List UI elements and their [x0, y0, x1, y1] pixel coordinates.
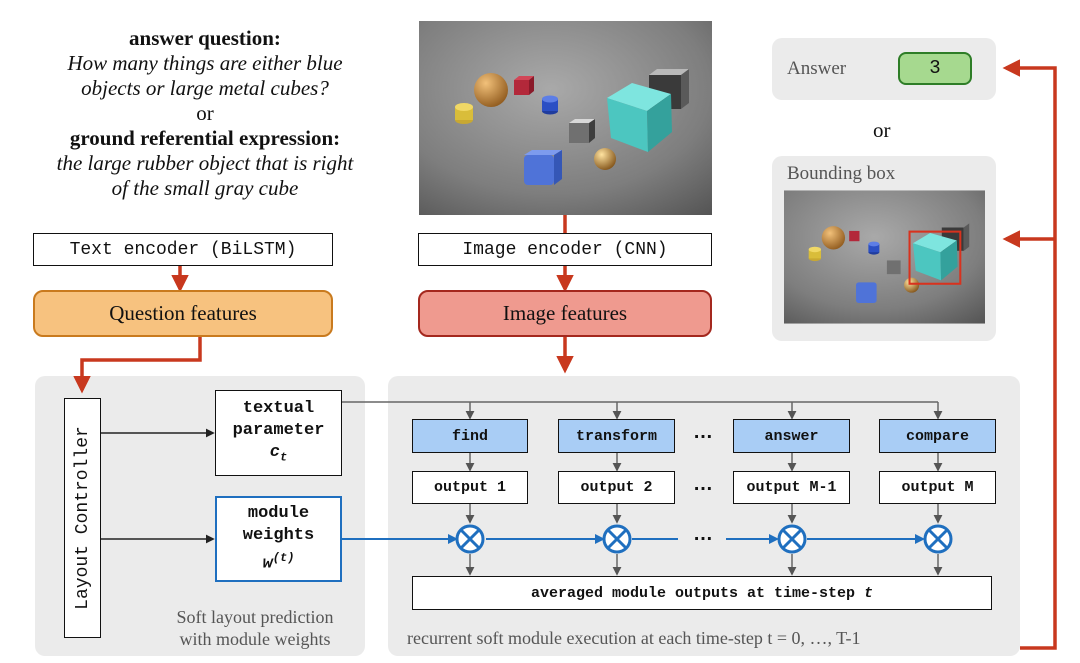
averaged-outputs-var: t	[864, 584, 874, 602]
referential-heading: ground referential expression:	[69, 126, 341, 150]
ellipsis-weights: …	[693, 523, 713, 545]
averaged-outputs-label: averaged module outputs at time-step	[530, 584, 856, 602]
module-weights-line-2: weights	[242, 525, 315, 545]
averaged-outputs-box: averaged module outputs at time-step t	[412, 576, 992, 610]
output-1: output 1	[412, 471, 528, 504]
answer-label: Answer	[787, 58, 847, 79]
question-heading: answer question:	[129, 26, 281, 50]
question-line-1: How many things are either blue	[67, 51, 343, 75]
question-line-2: objects or large metal cubes?	[81, 76, 329, 100]
bounding-box-label: Bounding box	[787, 163, 896, 184]
ellipsis-modules: …	[693, 421, 713, 443]
c-subscript: t	[280, 450, 288, 465]
w-superscript: (t)	[272, 550, 295, 565]
c-symbol: c	[269, 442, 280, 462]
bounding-box-highlight	[908, 230, 962, 285]
multiply-node-1	[455, 524, 485, 554]
controller-caption-line-2: with module weights	[179, 629, 331, 649]
multiply-node-2	[602, 524, 632, 554]
answer-value-box: 3	[898, 52, 972, 85]
multiply-node-4	[923, 524, 953, 554]
image-encoder-box: Image encoder (CNN)	[418, 233, 712, 266]
text-encoder-box: Text encoder (BiLSTM)	[33, 233, 333, 266]
module-weights-box: module weights w(t)	[215, 496, 342, 582]
bbox-scene-image	[784, 190, 985, 324]
module-weights-line-1: module	[247, 503, 310, 523]
brown-sphere	[474, 73, 508, 107]
textual-parameter-line-2: parameter	[232, 420, 325, 440]
controller-caption: Soft layout prediction with module weigh…	[150, 606, 360, 650]
input-text-block: answer question: How many things are eit…	[20, 26, 390, 201]
module-compare: compare	[879, 419, 996, 453]
scene-image	[419, 21, 712, 215]
output-2: output 2	[558, 471, 675, 504]
textual-parameter-box: textual parameter ct	[215, 390, 342, 476]
output-m: output M	[879, 471, 996, 504]
textual-parameter-symbol: ct	[270, 442, 287, 468]
layout-controller-box: Layout Controller	[64, 398, 101, 638]
referential-line-2: of the small gray cube	[111, 176, 299, 200]
module-transform: transform	[558, 419, 675, 453]
question-features-box: Question features	[33, 290, 333, 337]
module-find: find	[412, 419, 528, 453]
referential-line-1: the large rubber object that is right	[56, 151, 354, 175]
module-answer: answer	[733, 419, 850, 453]
module-weights-symbol: w(t)	[263, 547, 295, 576]
multiply-nodes	[455, 524, 953, 554]
multiply-node-3	[777, 524, 807, 554]
execution-caption: recurrent soft module execution at each …	[407, 628, 861, 648]
image-features-box: Image features	[418, 290, 712, 337]
gold-sphere	[594, 148, 616, 170]
or-between-outputs: or	[873, 118, 891, 142]
controller-caption-line-1: Soft layout prediction	[176, 607, 334, 627]
or-text: or	[196, 101, 214, 125]
output-m-1: output M-1	[733, 471, 850, 504]
layout-controller-label: Layout Controller	[72, 426, 93, 610]
w-symbol: w	[262, 554, 273, 574]
ellipsis-outputs: …	[693, 473, 713, 495]
textual-parameter-line-1: textual	[242, 398, 315, 418]
